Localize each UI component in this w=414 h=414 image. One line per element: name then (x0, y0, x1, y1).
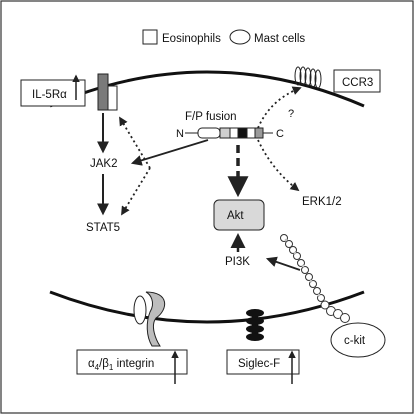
lower-membrane (49, 290, 365, 324)
akt-label: Akt (227, 210, 244, 222)
legend-eosinophils: Eosinophils (162, 33, 221, 45)
fusion-to-erk-dotted-arrow (257, 139, 300, 192)
fusion-protein (197, 127, 264, 139)
ckit-beads-decor (284, 238, 321, 297)
ccr3-box (333, 69, 381, 93)
integrin-subunit-large (145, 291, 165, 347)
stat5-label: STAT5 (86, 222, 120, 234)
integrin-subunit-small (133, 295, 147, 325)
mast-cell-legend-icon (229, 29, 251, 45)
fusion-to-jak2-arrow (130, 139, 209, 166)
il5ra-receptor-dark (97, 73, 109, 111)
eosinophil-legend-icon (142, 29, 158, 45)
ccr3-receptor-coil-icon (294, 66, 322, 89)
ckit-to-pi3k-arrow (265, 256, 301, 271)
integrin-box (76, 349, 188, 375)
akt-box (213, 199, 265, 231)
siglec-receptor-icon (246, 309, 264, 341)
il5ra-label: IL-5Rα (32, 89, 67, 101)
ckit-label: c-kit (344, 335, 366, 347)
dotted-to-stat5-arrow (121, 167, 151, 216)
ccr3-question-mark: ? (288, 108, 294, 120)
ckit-receptor-icon (280, 234, 350, 323)
legend-mast-cells: Mast cells (254, 33, 305, 45)
siglec-label: Siglec-F (238, 358, 280, 370)
fusion-title: F/P fusion (185, 111, 237, 123)
ckit-ellipse (330, 322, 386, 358)
erk-label: ERK1/2 (302, 196, 342, 208)
ccr3-label: CCR3 (342, 77, 373, 89)
jak2-label: JAK2 (90, 158, 118, 170)
fusion-n-terminal: N (176, 128, 184, 140)
feedback-to-il5ra-dotted-arrow (119, 116, 151, 169)
siglec-box (226, 349, 300, 375)
il5ra-receptor-light (107, 85, 118, 111)
upper-membrane (49, 70, 365, 108)
fusion-c-terminal: C (276, 128, 284, 140)
il5ra-box (20, 79, 86, 107)
integrin-label: α4/β1 integrin (88, 358, 154, 372)
pi3k-label: PI3K (225, 256, 250, 268)
